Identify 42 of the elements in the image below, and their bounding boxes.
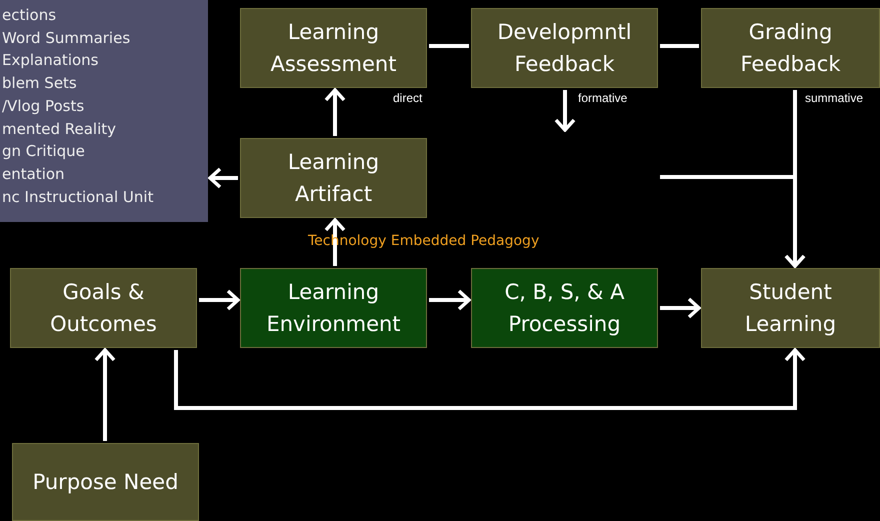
edge-note: summative xyxy=(805,91,864,105)
list-item: ections xyxy=(2,5,56,26)
arrow xyxy=(199,289,240,311)
process-box xyxy=(10,268,197,348)
edge-note: formative xyxy=(578,91,628,105)
process-box xyxy=(240,268,427,348)
box-label: Purpose Need xyxy=(32,469,178,496)
list-item: nc Instructional Unit xyxy=(2,186,154,208)
list-item: entation xyxy=(2,164,65,185)
process-box xyxy=(471,268,658,348)
arrow xyxy=(660,297,701,319)
arrow xyxy=(554,90,576,132)
process-box xyxy=(12,443,199,521)
list-item: Explanations xyxy=(2,50,98,72)
arrow xyxy=(174,348,806,410)
arrow xyxy=(660,175,806,268)
box-label: Developmntl Feedback xyxy=(496,19,633,78)
list-item: mented Reality xyxy=(2,118,116,140)
process-box xyxy=(240,8,427,88)
box-label: Goals & Outcomes xyxy=(49,279,158,338)
list-item: gn Critique xyxy=(2,141,85,162)
process-box xyxy=(471,8,658,88)
arrow xyxy=(208,167,238,189)
list-item: blem Sets xyxy=(2,73,77,94)
process-box xyxy=(240,138,427,218)
connector-line xyxy=(660,44,699,48)
list-item: /Vlog Posts xyxy=(2,96,84,117)
arrow xyxy=(94,348,116,441)
list-item: Word Summaries xyxy=(2,28,130,49)
connector-line xyxy=(429,44,469,48)
process-box xyxy=(701,8,880,88)
box-label: Learning Assessment xyxy=(270,19,398,78)
edge-note: direct xyxy=(393,91,422,105)
list-panel xyxy=(0,0,208,222)
arrow xyxy=(324,88,346,136)
box-label: Learning Environment xyxy=(265,279,402,338)
box-label: Learning Artifact xyxy=(286,149,380,208)
arrow xyxy=(429,289,471,311)
box-label: C, B, S, & A Processing xyxy=(504,279,626,338)
box-label: Student Learning xyxy=(744,279,838,338)
process-box xyxy=(701,268,880,348)
box-label: Grading Feedback xyxy=(739,19,842,78)
